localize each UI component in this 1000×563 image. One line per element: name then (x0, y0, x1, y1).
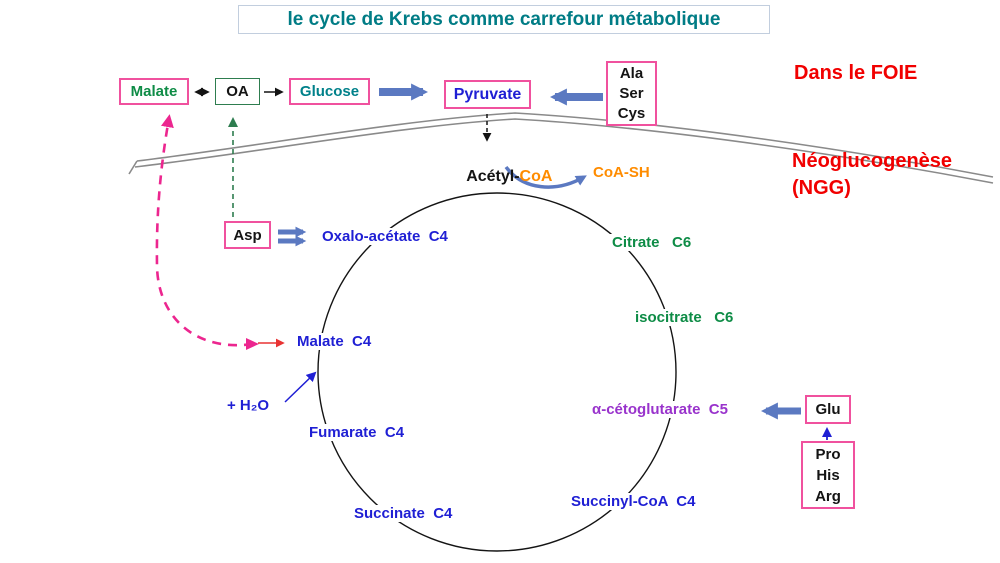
succinate-label: Succinate C4 (351, 505, 456, 522)
ngg-note-line2: (NGG) (792, 177, 851, 199)
ala-ser-cys-box: Ala Ser Cys (606, 61, 657, 126)
acetyl-prefix: Acétyl- (466, 168, 520, 185)
liver-note: Dans le FOIE (794, 62, 918, 84)
his-label: His (816, 466, 840, 484)
diagram-title: le cycle de Krebs comme carrefour métabo… (238, 5, 770, 34)
alpha-ketoglutarate-label: α-cétoglutarate C5 (589, 401, 731, 418)
malate-cytosol-box: Malate (119, 78, 189, 105)
water-entry-arrow (284, 371, 317, 403)
coa-sh-label: CoA-SH (593, 164, 650, 181)
ala-label: Ala (619, 64, 644, 82)
acetyl-coa-part: CoA (519, 168, 553, 185)
acetyl-coa-label: Acétyl-CoA (449, 150, 552, 204)
water-label: + H₂O (227, 397, 270, 414)
citrate-label: Citrate C6 (609, 234, 695, 251)
succinyl-coa-label: Succinyl-CoA C4 (568, 493, 699, 510)
ser-label: Ser (619, 84, 644, 102)
krebs-cycle-circle (317, 192, 677, 552)
pyruvate-box: Pyruvate (444, 80, 531, 109)
glucose-box: Glucose (289, 78, 370, 105)
oxaloacetate-label: Oxalo-acétate C4 (319, 228, 451, 245)
asp-box: Asp (224, 221, 271, 249)
pro-label: Pro (815, 445, 841, 463)
fumarate-label: Fumarate C4 (306, 424, 408, 441)
coa-release-curved-arrow (504, 165, 587, 189)
cys-label: Cys (617, 104, 646, 122)
glu-box: Glu (805, 395, 851, 424)
ngg-note-line1: Néoglucogenèse (792, 150, 953, 172)
membrane (128, 112, 994, 184)
malate-shuttle-start-arrowhead (246, 338, 259, 350)
isocitrate-label: isocitrate C6 (632, 309, 737, 326)
oa-box: OA (215, 78, 260, 105)
pro-his-arg-box: Pro His Arg (801, 441, 855, 509)
malate-c4-label: Malate C4 (294, 333, 375, 350)
arg-label: Arg (815, 487, 841, 505)
